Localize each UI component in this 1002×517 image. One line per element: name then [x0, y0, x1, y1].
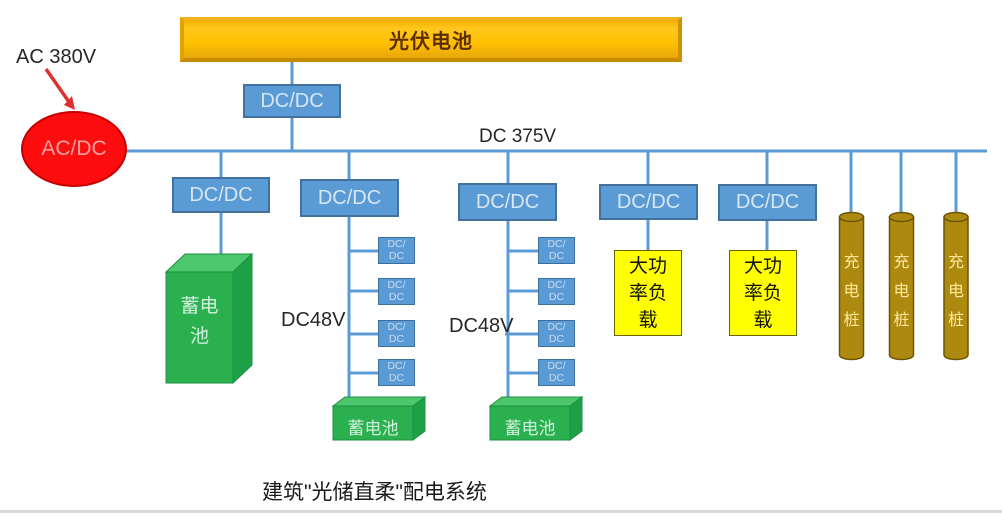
acdc-converter: AC/DC [21, 111, 127, 187]
dcdc-small-converter-2-2: DC/ DC [538, 278, 575, 305]
pile-char-3: 桩 [947, 312, 964, 329]
pile-char-2: 电 [843, 283, 860, 300]
load-label-line1: 大功 [743, 255, 782, 277]
dcdc-small-label-line2: DC [548, 332, 565, 345]
charging-pile-1-top [838, 211, 865, 223]
charging-pile-3-body [943, 216, 969, 361]
dcdc-label: DC/DC [475, 190, 540, 213]
battery-large-label: 蓄电 池 [166, 292, 233, 352]
dcdc-small-label-line1: DC/ [387, 360, 406, 372]
pile-char-3: 桩 [843, 312, 860, 329]
load-label-line3: 载 [753, 309, 773, 331]
pv-panel-bar: 光伏电池 [180, 17, 682, 62]
acdc-converter-label: AC/DC [41, 137, 107, 160]
dcdc-small-label-line1: DC/ [547, 279, 566, 291]
pile-char-1: 充 [893, 254, 910, 271]
battery-small-1-label: 蓄电池 [347, 419, 399, 438]
dc48v-label-1: DC48V [281, 309, 346, 331]
diagram-caption: 建筑"光储直柔"配电系统 [262, 481, 487, 504]
high-power-load-1: 大功 率负 载 [614, 250, 682, 336]
charging-pile-1-label: 充 电 桩 [841, 248, 862, 335]
load-label-line2: 率负 [628, 282, 667, 304]
dcdc-small-label-line2: DC [548, 249, 565, 262]
charging-pile-2-body [888, 216, 915, 361]
wire-group [120, 62, 987, 401]
charging-pile-1 [838, 211, 865, 361]
pv-panel-label: 光伏电池 [389, 30, 473, 53]
charging-pile-2-label: 充 电 桩 [891, 248, 912, 335]
charging-pile-1-body [838, 216, 865, 361]
dcdc-small-label-line2: DC [548, 371, 565, 384]
battery-large-side-face [232, 252, 253, 385]
ac-annotation-arrow-shaft [44, 67, 71, 104]
battery-large [164, 252, 254, 385]
dcdc-small-label-line1: DC/ [547, 238, 566, 250]
dcdc-small-label-line2: DC [388, 371, 405, 384]
dcdc-converter-load1: DC/DC [599, 184, 698, 220]
dcdc-small-label-line1: DC/ [387, 238, 406, 250]
dcdc-small-label-line1: DC/ [547, 360, 566, 372]
dcdc-small-converter-2-1: DC/ DC [538, 237, 575, 264]
battery-small-2-top-face [488, 396, 584, 407]
charging-pile-3-label: 充 电 桩 [946, 248, 967, 335]
dcdc-converter-branch1: DC/DC [300, 179, 399, 217]
battery-small-1-front-face [332, 405, 414, 441]
ac-voltage-label: AC 380V [16, 46, 97, 68]
dcdc-label: DC/DC [317, 186, 382, 209]
dcdc-small-converter-1-2: DC/ DC [378, 278, 415, 305]
dcdc-small-label-line2: DC [548, 290, 565, 303]
charging-pile-3 [943, 211, 969, 361]
load-label-line3: 载 [638, 309, 658, 331]
dc48v-label-2: DC48V [449, 315, 514, 337]
bottom-divider [0, 510, 1002, 513]
pile-char-3: 桩 [893, 312, 910, 329]
dcdc-small-converter-1-3: DC/ DC [378, 320, 415, 347]
battery-small-2-label: 蓄电池 [504, 419, 556, 438]
dcdc-small-label-line2: DC [388, 332, 405, 345]
dcdc-small-label-line1: DC/ [387, 321, 406, 333]
battery-large-front-face [165, 271, 234, 384]
dcdc-label: DC/DC [616, 190, 681, 213]
load-label-line1: 大功 [628, 255, 667, 277]
charging-pile-2 [888, 211, 915, 361]
dcdc-small-label-line1: DC/ [387, 279, 406, 291]
high-power-load-2: 大功 率负 载 [729, 250, 797, 336]
pile-char-2: 电 [893, 283, 910, 300]
dcdc-label: DC/DC [260, 89, 324, 112]
battery-small-1-top-face [331, 396, 427, 407]
dcdc-small-converter-2-4: DC/ DC [538, 359, 575, 386]
battery-small-1 [331, 396, 427, 441]
battery-small-2-front-face [489, 405, 571, 441]
dcdc-small-converter-2-3: DC/ DC [538, 320, 575, 347]
dcdc-small-converter-1-4: DC/ DC [378, 359, 415, 386]
dcdc-converter-branch2: DC/DC [458, 183, 557, 221]
dcdc-small-converter-1-1: DC/ DC [378, 237, 415, 264]
battery-small-2 [488, 396, 584, 441]
dcdc-small-label-line1: DC/ [547, 321, 566, 333]
pile-char-2: 电 [947, 283, 964, 300]
dcdc-label: DC/DC [735, 191, 800, 213]
battery-large-label-line2: 池 [189, 326, 209, 347]
charging-pile-3-top [943, 211, 969, 223]
dcdc-small-label-line2: DC [388, 249, 405, 262]
dc-bus-label: DC 375V [479, 126, 557, 147]
dcdc-converter-pv: DC/DC [243, 84, 341, 118]
battery-large-label-line1: 蓄电 [180, 296, 219, 317]
pile-char-1: 充 [843, 254, 860, 271]
dcdc-label: DC/DC [189, 183, 253, 206]
dcdc-small-label-line2: DC [388, 290, 405, 303]
dcdc-converter-battery: DC/DC [172, 177, 270, 213]
dcdc-converter-load2: DC/DC [718, 184, 817, 221]
charging-pile-2-top [888, 211, 915, 223]
load-label-line2: 率负 [743, 282, 782, 304]
ac-annotation-arrow-head-icon [64, 96, 75, 110]
pile-char-1: 充 [947, 254, 964, 271]
